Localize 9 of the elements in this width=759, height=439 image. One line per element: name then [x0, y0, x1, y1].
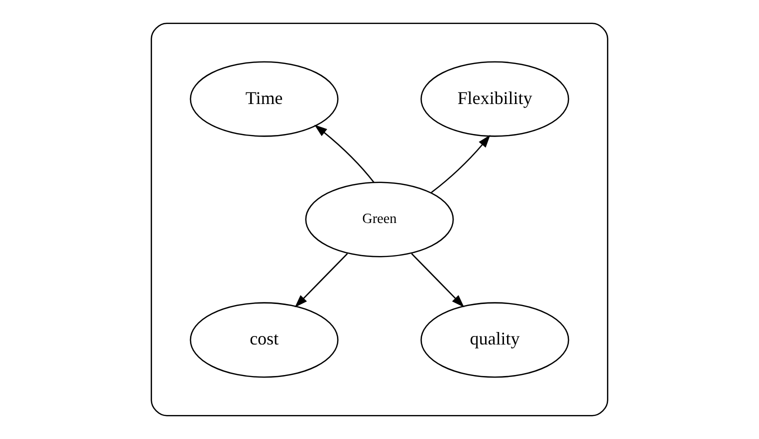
arrow — [314, 124, 374, 183]
cluster — [150, 22, 608, 416]
node-ellipse: quality — [420, 302, 570, 378]
arrow — [294, 253, 348, 308]
node-ellipse: cost — [190, 302, 338, 378]
arrow — [430, 134, 490, 194]
arrow — [411, 253, 464, 308]
node-ellipse: Green — [305, 182, 454, 258]
node-ellipse: Flexibility — [420, 61, 570, 137]
